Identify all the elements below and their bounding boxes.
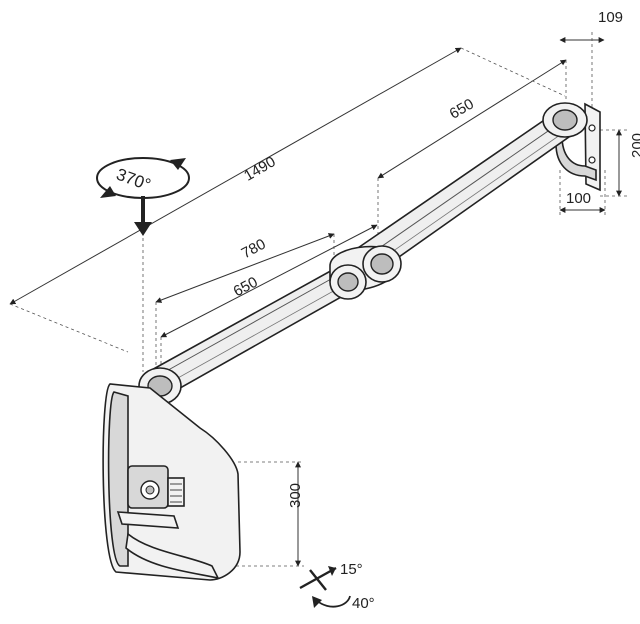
- label-300: 300: [287, 483, 304, 508]
- label-tilt: 15°: [340, 561, 363, 578]
- label-pan: 40°: [352, 595, 375, 612]
- tilt-pan-indicator: [299, 566, 351, 608]
- label-780: 780: [239, 236, 269, 263]
- label-100: 100: [566, 190, 591, 207]
- wall-plate: [555, 102, 601, 192]
- monitor-mount: [102, 383, 241, 581]
- label-650-monitor: 650: [231, 274, 261, 301]
- label-109: 109: [598, 9, 623, 26]
- wall-joint: [542, 102, 588, 138]
- dim-650-wall-line: [377, 59, 567, 179]
- extension-lines: [9, 32, 628, 567]
- elbow-joint: [329, 245, 402, 300]
- label-swivel: 370°: [114, 165, 154, 195]
- label-1490: 1490: [241, 153, 278, 184]
- label-200: 200: [629, 133, 640, 158]
- dimension-lines: [9, 37, 622, 567]
- dim-650-monitor-line: [160, 224, 378, 338]
- swivel-indicator: [96, 157, 190, 236]
- dimension-labels: 1490 650 780 650 109 200 100 300 370° 15…: [114, 9, 640, 612]
